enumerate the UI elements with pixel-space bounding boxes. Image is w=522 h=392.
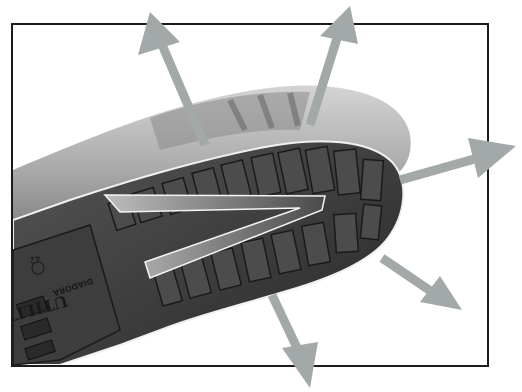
shoe-sole-figure: UTILITY DIADORA 42 <box>0 0 522 392</box>
illustration: UTILITY DIADORA 42 <box>0 0 522 392</box>
